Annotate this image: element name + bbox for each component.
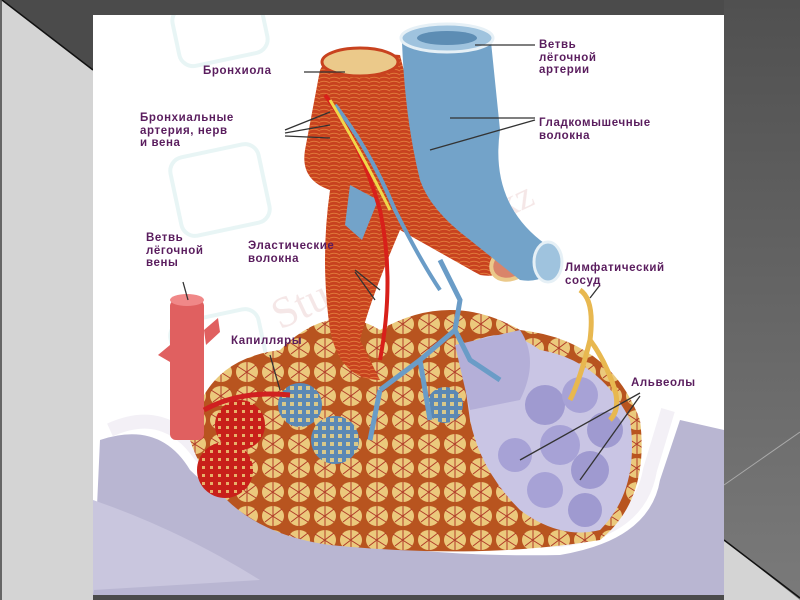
pulmonary-vein (170, 300, 204, 440)
label-pulmonary-artery-branch: Ветвь лёгочной артерии (539, 39, 597, 76)
anatomy-illustration: Stud z.kz (93, 15, 724, 595)
label-lymphatic-vessel: Лимфатический сосуд (565, 262, 665, 287)
label-alveoli: Альвеолы (631, 377, 696, 389)
label-capillaries: Капилляры (231, 335, 303, 347)
label-smooth-muscle: Гладкомышечные волокна (539, 117, 651, 142)
label-elastic-fibers: Эластические волокна (248, 240, 335, 265)
lymphatic-vessel (567, 287, 620, 422)
slide-right-panel (724, 0, 800, 600)
slide-left-panel (0, 0, 93, 600)
alveoli-cluster (455, 330, 632, 533)
label-bronchiole: Бронхиола (203, 65, 272, 77)
label-pulmonary-vein-branch: Ветвь лёгочной вены (146, 232, 204, 269)
leader-lines (182, 44, 641, 481)
label-bronchial-vessels: Бронхиальные артерия, нерв и вена (140, 112, 234, 149)
lung-diagram: Stud z.kz (93, 15, 724, 595)
